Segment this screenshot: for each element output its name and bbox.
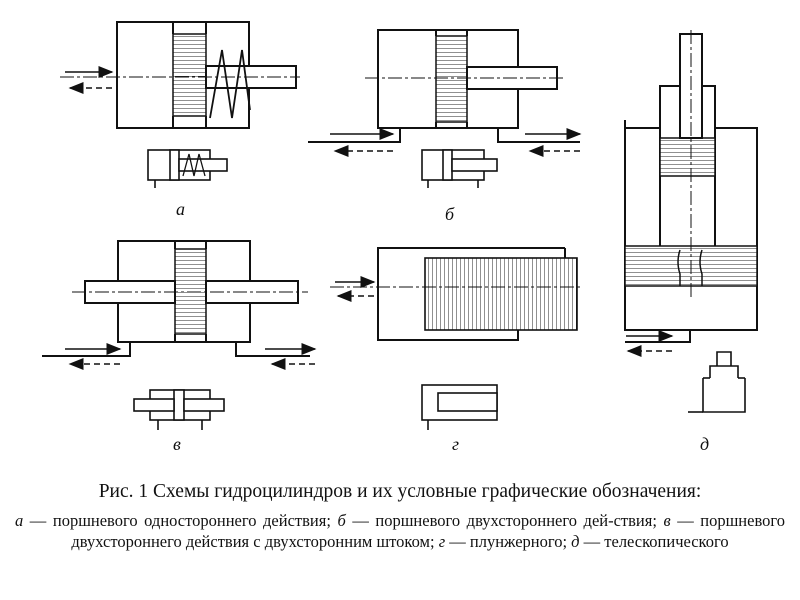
caption-body: а — поршневого одностороннего действия; … bbox=[15, 510, 785, 552]
caption-key-g: г bbox=[438, 532, 446, 551]
label-d: д bbox=[700, 434, 709, 454]
diagram-v bbox=[42, 240, 317, 430]
spring-a bbox=[209, 49, 251, 119]
caption-key-a: а bbox=[15, 511, 24, 530]
diagram-b bbox=[308, 29, 582, 188]
caption-text-g: — плунжерного; bbox=[445, 532, 572, 551]
caption-text-v: — поршневого двухстороннего действия с д… bbox=[71, 511, 785, 551]
diagram-d bbox=[624, 30, 758, 413]
plunger-g bbox=[424, 257, 578, 331]
inner-piston-d bbox=[659, 137, 716, 177]
piston-a bbox=[172, 33, 207, 117]
cylinder-body-g bbox=[377, 247, 565, 341]
label-b: б bbox=[445, 204, 455, 224]
label-g: г bbox=[452, 434, 459, 454]
caption-key-b: б bbox=[337, 511, 346, 530]
caption-text-b: — поршневого двухстороннего дей-ствия; bbox=[345, 511, 664, 530]
label-a: а bbox=[176, 199, 185, 219]
caption-text-a: — поршневого одностороннего действия; bbox=[23, 511, 338, 530]
figure-caption: Рис. 1 Схемы гидроцилиндров и их условны… bbox=[0, 480, 800, 552]
symbol-d bbox=[688, 351, 746, 413]
diagram-a bbox=[60, 21, 300, 188]
caption-key-d: д bbox=[571, 532, 580, 551]
caption-key-v: в bbox=[663, 511, 671, 530]
label-v: в bbox=[173, 434, 181, 454]
piston-b bbox=[435, 35, 468, 123]
diagram-g bbox=[330, 247, 582, 430]
caption-title: Рис. 1 Схемы гидроцилиндров и их условны… bbox=[98, 481, 702, 502]
caption-text-d: — телескопического bbox=[579, 532, 729, 551]
hydraulic-cylinders-figure: а б в г д bbox=[42, 21, 758, 454]
